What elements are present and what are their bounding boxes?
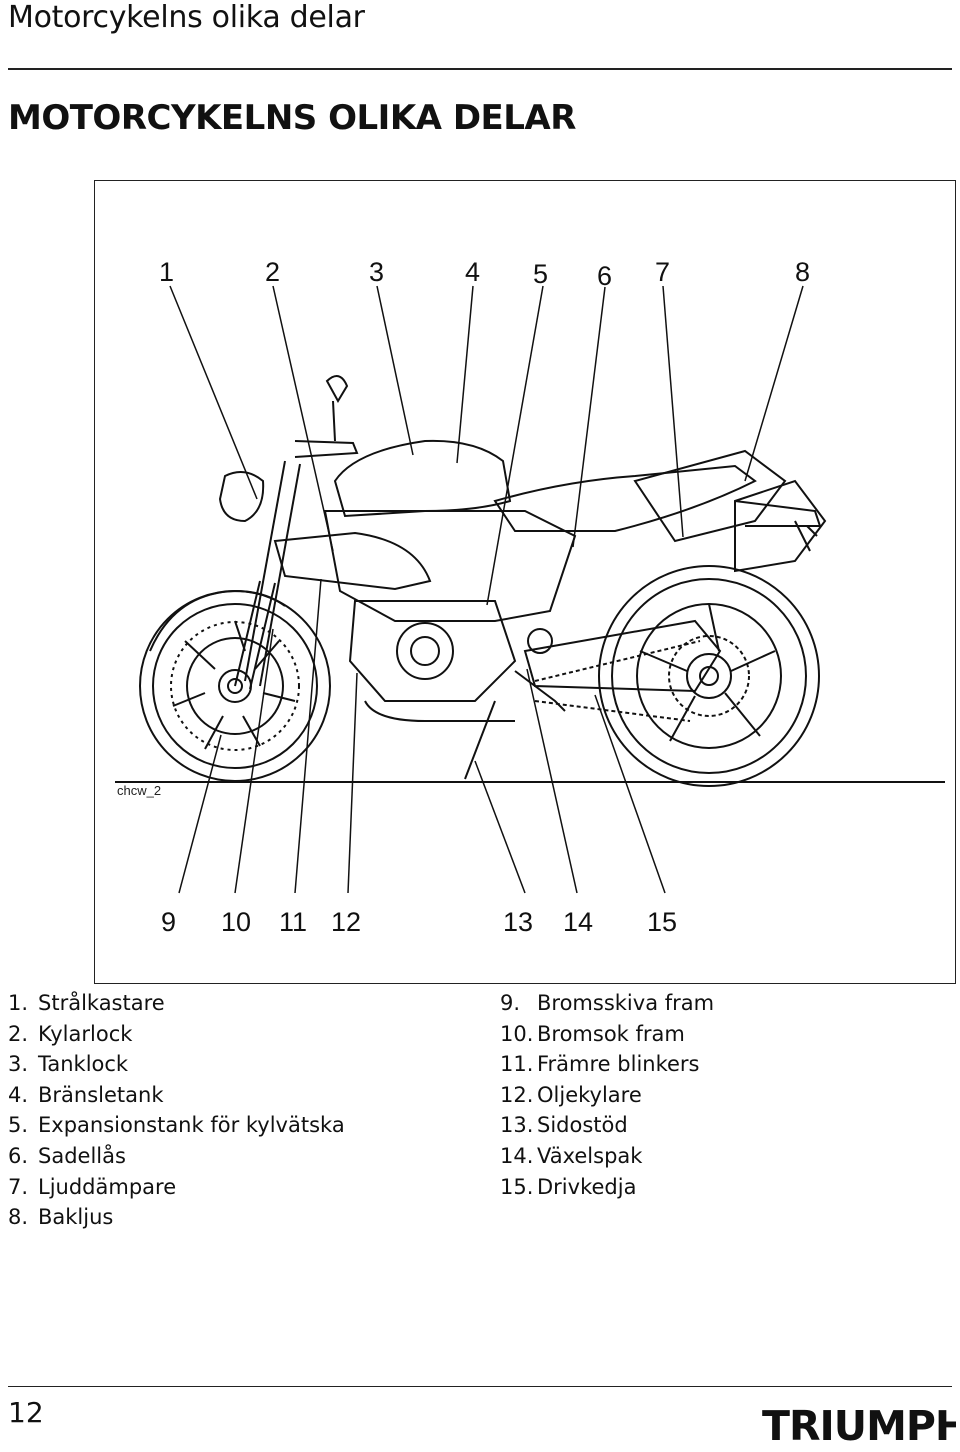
callout-3: 3	[369, 257, 384, 287]
handlebar	[294, 440, 359, 458]
legend-item: 7.Ljuddämpare	[8, 1174, 177, 1199]
side-stand	[464, 700, 496, 780]
legend-item: 10.Bromsok fram	[500, 1021, 685, 1046]
motorcycle-figure: 1 2 3 4 5 6 7 8 chcw_2 9 10 11 12 13 14 …	[94, 180, 956, 984]
running-header: Motorcykelns olika delar	[8, 0, 365, 35]
legend-item: 2.Kylarlock	[8, 1021, 133, 1046]
legend-item: 13.Sidostöd	[500, 1113, 628, 1138]
callout-15: 15	[647, 907, 677, 937]
motorcycle-illustration: 1 2 3 4 5 6 7 8 chcw_2 9 10 11 12 13 14 …	[115, 257, 945, 937]
mirror	[325, 375, 349, 442]
legend-right: 9.Bromsskiva fram 10.Bromsok fram 11.Frä…	[500, 988, 952, 1202]
callout-7: 7	[655, 257, 670, 287]
callout-5: 5	[533, 259, 548, 289]
brand-wordmark: TRIUMPH	[762, 1402, 956, 1450]
legend-item: 11.Främre blinkers	[500, 1052, 700, 1077]
legend-item: 5.Expansionstank för kylvätska	[8, 1113, 345, 1138]
footer-divider	[8, 1386, 952, 1387]
front-forks	[234, 460, 301, 690]
callout-leaders	[169, 285, 804, 894]
front-wheel	[139, 590, 331, 782]
callout-14: 14	[563, 907, 593, 937]
gear-lever	[514, 670, 566, 712]
callout-9: 9	[161, 907, 176, 937]
legend-item: 4.Bränsletank	[8, 1082, 164, 1107]
callout-1: 1	[159, 257, 174, 287]
callout-10: 10	[221, 907, 251, 937]
tail-section	[633, 449, 787, 543]
legend-item: 9.Bromsskiva fram	[500, 991, 715, 1015]
engine	[348, 600, 553, 702]
radiator-cowl	[273, 531, 432, 591]
figure-code: chcw_2	[117, 783, 161, 798]
callout-2: 2	[265, 257, 280, 287]
legend-item: 3.Tanklock	[8, 1052, 129, 1077]
header-divider	[8, 68, 952, 70]
legend-item: 14.Växelspak	[500, 1143, 643, 1168]
rear-wheel	[598, 565, 820, 787]
callout-8: 8	[795, 257, 810, 287]
swingarm	[523, 619, 722, 693]
section-title: MOTORCYKELNS OLIKA DELAR	[8, 98, 576, 138]
legend-item: 1.Strålkastare	[8, 991, 165, 1015]
silencer	[734, 479, 827, 573]
callout-6: 6	[597, 261, 612, 291]
legend-item: 15.Drivkedja	[500, 1174, 637, 1199]
seat	[493, 464, 757, 532]
triumph-logo: TRIUMPH	[762, 1402, 956, 1450]
front-mudguard	[149, 589, 286, 652]
legend-left: 1.Strålkastare 2.Kylarlock 3.Tanklock 4.…	[8, 988, 488, 1233]
callout-4: 4	[465, 257, 480, 287]
page-number: 12	[8, 1396, 44, 1429]
callout-12: 12	[331, 907, 361, 937]
legend-item: 6.Sadellås	[8, 1143, 126, 1168]
callout-13: 13	[503, 907, 533, 937]
drive-chain	[534, 640, 701, 722]
headlight	[218, 471, 265, 523]
legend-item: 12.Oljekylare	[500, 1082, 642, 1107]
exhaust	[364, 700, 515, 722]
callout-11: 11	[279, 907, 307, 937]
frame	[323, 510, 577, 622]
rear-light-bracket	[734, 500, 822, 527]
fuel-tank	[333, 439, 512, 518]
legend-item: 8.Bakljus	[8, 1205, 114, 1230]
